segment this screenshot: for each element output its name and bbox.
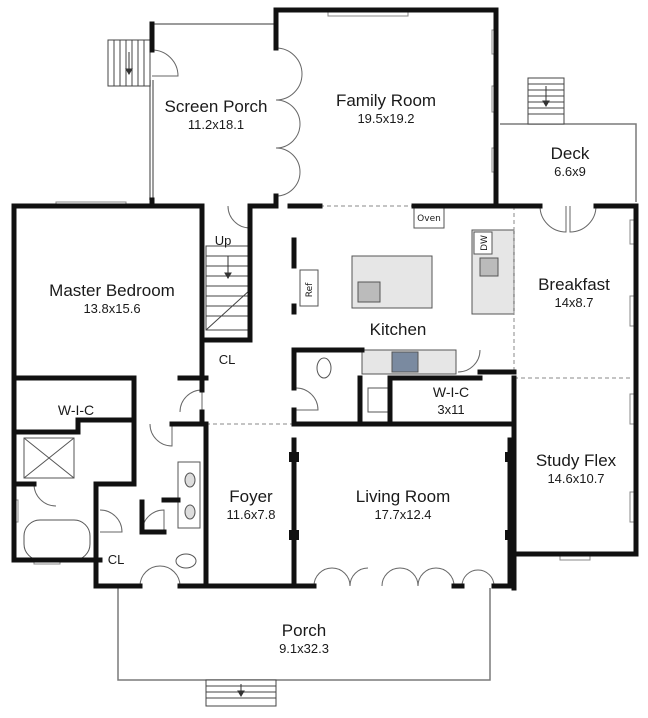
room-screen-porch: Screen Porch 11.2x18.1 — [165, 96, 268, 134]
porch-outline — [117, 588, 491, 681]
front-french-doors — [139, 565, 181, 587]
room-name: Study Flex — [535, 451, 617, 470]
room-name: Family Room — [335, 91, 437, 110]
room-dims: 6.6x9 — [554, 164, 586, 180]
room-name: Porch — [281, 621, 327, 640]
fixtures — [23, 207, 515, 569]
room-name: Deck — [550, 144, 590, 163]
room-dims: 9.1x32.3 — [279, 641, 329, 657]
room-name: Screen Porch — [164, 97, 268, 116]
refrigerator-box — [299, 269, 319, 307]
room-living-room: Living Room 17.7x12.4 — [356, 486, 451, 524]
room-dims: 13.8x15.6 — [83, 301, 141, 317]
fixture-text: Oven DW Ref — [305, 214, 490, 297]
room-deck: Deck 6.6x9 — [551, 143, 590, 181]
room-name: W-I-C — [432, 384, 470, 400]
oven-label: Oven — [417, 214, 441, 224]
posts — [289, 452, 515, 540]
room-wic-kitchen: W-I-C 3x11 — [433, 384, 469, 418]
bathtub — [23, 519, 91, 561]
room-foyer: Foyer 11.6x7.8 — [227, 486, 276, 524]
room-breakfast: Breakfast 14x8.7 — [538, 274, 610, 312]
closet-upper-label: CL — [218, 352, 236, 367]
closet-lower-label: CL — [107, 552, 125, 567]
pantry-sink — [367, 387, 389, 413]
room-dims: 14.6x10.7 — [547, 471, 605, 487]
dishwasher-box — [473, 231, 493, 255]
toilet-main — [316, 357, 332, 379]
room-name: Foyer — [229, 487, 273, 506]
door-swings — [33, 47, 597, 587]
room-dims: 3x11 — [437, 401, 465, 417]
room-dims: 19.5x19.2 — [357, 111, 415, 127]
room-name: Living Room — [355, 487, 451, 506]
toilet-powder — [175, 553, 197, 569]
stair-up-label: Up — [214, 233, 232, 248]
room-dims: 17.7x12.4 — [374, 507, 432, 523]
wic-master-label: W-I-C — [57, 402, 95, 418]
room-study-flex: Study Flex 14.6x10.7 — [536, 450, 616, 488]
room-dims: 11.6x7.8 — [226, 507, 276, 523]
room-dims: 14x8.7 — [554, 295, 594, 311]
room-kitchen: Kitchen — [370, 319, 427, 340]
dishwasher-label: DW — [480, 235, 490, 251]
room-master-bedroom: Master Bedroom 13.8x15.6 — [49, 280, 175, 318]
room-name: Breakfast — [538, 275, 610, 294]
family-room-french-doors — [275, 47, 303, 197]
step-arrows — [125, 52, 550, 697]
refrigerator-label: Ref — [305, 282, 315, 297]
walls — [11, 7, 639, 591]
room-name: Master Bedroom — [49, 281, 175, 300]
room-dims: 11.2x18.1 — [187, 117, 245, 133]
room-porch: Porch 9.1x32.3 — [279, 620, 329, 658]
room-family-room: Family Room 19.5x19.2 — [336, 90, 436, 128]
room-name: Kitchen — [369, 320, 427, 339]
